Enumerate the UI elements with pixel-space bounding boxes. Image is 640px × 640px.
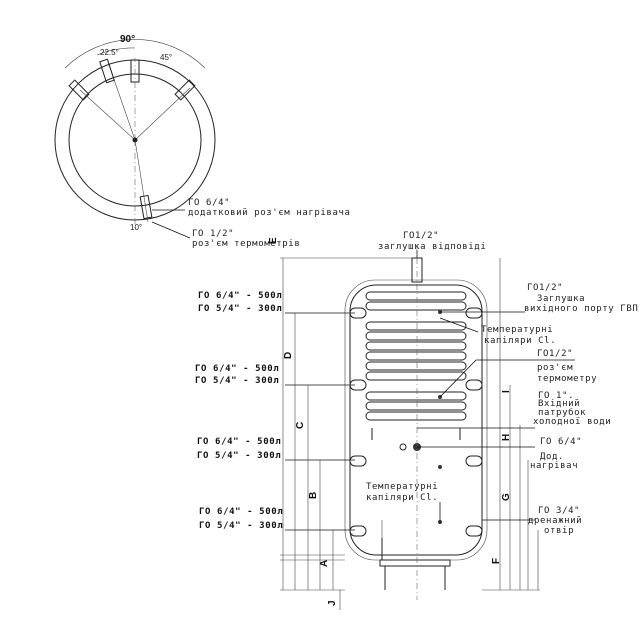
nozzle-stub [99, 58, 115, 84]
dim-F: F [491, 558, 502, 564]
angle-b-label: 45° [160, 53, 172, 62]
left-label-4-l2: ГО 5/4" - 300л [199, 521, 283, 531]
angle-a-label: 22.5° [100, 48, 119, 57]
left-label-1-l2: ГО 5/4" - 300л [198, 304, 282, 314]
left-label-1-l1: ГО 6/4" - 500л [198, 291, 282, 301]
dim-H: H [501, 434, 512, 441]
dim-A: A [319, 560, 330, 567]
side-view: D E C B A J I H G F ГО1/2" заглушка відп… [195, 231, 638, 610]
aux-heater-2: Дод. [540, 452, 564, 462]
tank-body [349, 284, 483, 556]
thermometer-3: термометру [537, 374, 597, 384]
drain-3: отвір [544, 526, 574, 536]
top-fitting-label2: заглушка відповіді [378, 242, 486, 252]
left-label-2-l2: ГО 5/4" - 300л [195, 376, 279, 386]
hw-outlet-1: ГО1/2" [527, 283, 563, 293]
aux-heater-3: нагрівач [530, 461, 578, 471]
center-point [132, 137, 138, 143]
upper-coil [365, 291, 467, 421]
capillary-top-1: Температурні [481, 325, 553, 335]
drain-1: ГО 3/4" [538, 506, 580, 516]
cold-inlet-4: холодної води [533, 417, 611, 427]
angle-arc [64, 39, 206, 69]
tank-base [379, 559, 451, 567]
dim-C: C [295, 422, 306, 429]
nozzle-stub [68, 79, 90, 101]
nozzle-stub [130, 59, 140, 83]
hw-outlet-3: вихідного порту ГВП [524, 304, 638, 314]
capillary-bottom-1: Температурні [366, 482, 438, 492]
cold-inlet-2: Вхідний [538, 399, 580, 409]
dim-G: G [501, 493, 512, 501]
left-label-3-l1: ГО 6/4" - 500л [197, 437, 281, 447]
hw-outlet-2: Заглушка [537, 294, 585, 304]
left-label-3-l2: ГО 5/4" - 300л [197, 451, 281, 461]
thermometer-1: ГО1/2" [537, 349, 573, 359]
top-note2-line2: роз'єм термометрів [192, 239, 300, 249]
angle-c-label: 10° [130, 223, 142, 232]
angle-arc-small [96, 47, 136, 56]
dim-I: I [501, 390, 512, 393]
top-note1-line2: додатковий роз'єм нагрівача [188, 208, 351, 218]
dim-E: E [268, 237, 279, 244]
top-view: 90° 22.5° 45° 10° ГО 6/4" додатковий роз… [54, 34, 351, 249]
dim-D: D [283, 352, 294, 359]
ports [349, 307, 483, 537]
thermometer-2: роз'єм [537, 363, 573, 373]
drain-2: дренажний [528, 516, 582, 526]
capillary-top-2: капіляри Cl. [484, 336, 556, 346]
left-label-2-l1: ГО 6/4" - 500л [195, 364, 279, 374]
capillary-bottom-2: капіляри Cl. [366, 493, 438, 503]
dim-J: J [327, 600, 338, 606]
angle-total-label: 90° [120, 34, 135, 45]
top-fitting-label1: ГО1/2" [403, 231, 439, 241]
nozzle-stub [139, 194, 153, 220]
aux-heater-1: ГО 6/4" [540, 437, 582, 447]
top-note2-line1: ГО 1/2" [192, 229, 234, 239]
top-note1-line1: ГО 6/4" [188, 198, 230, 208]
nozzle-stub [174, 79, 196, 101]
cold-inlet-3: патрубок [538, 407, 586, 418]
cold-inlet-1: ГО 1". [538, 391, 574, 401]
left-label-4-l1: ГО 6/4" - 500л [199, 507, 283, 517]
dim-B: B [308, 492, 319, 499]
